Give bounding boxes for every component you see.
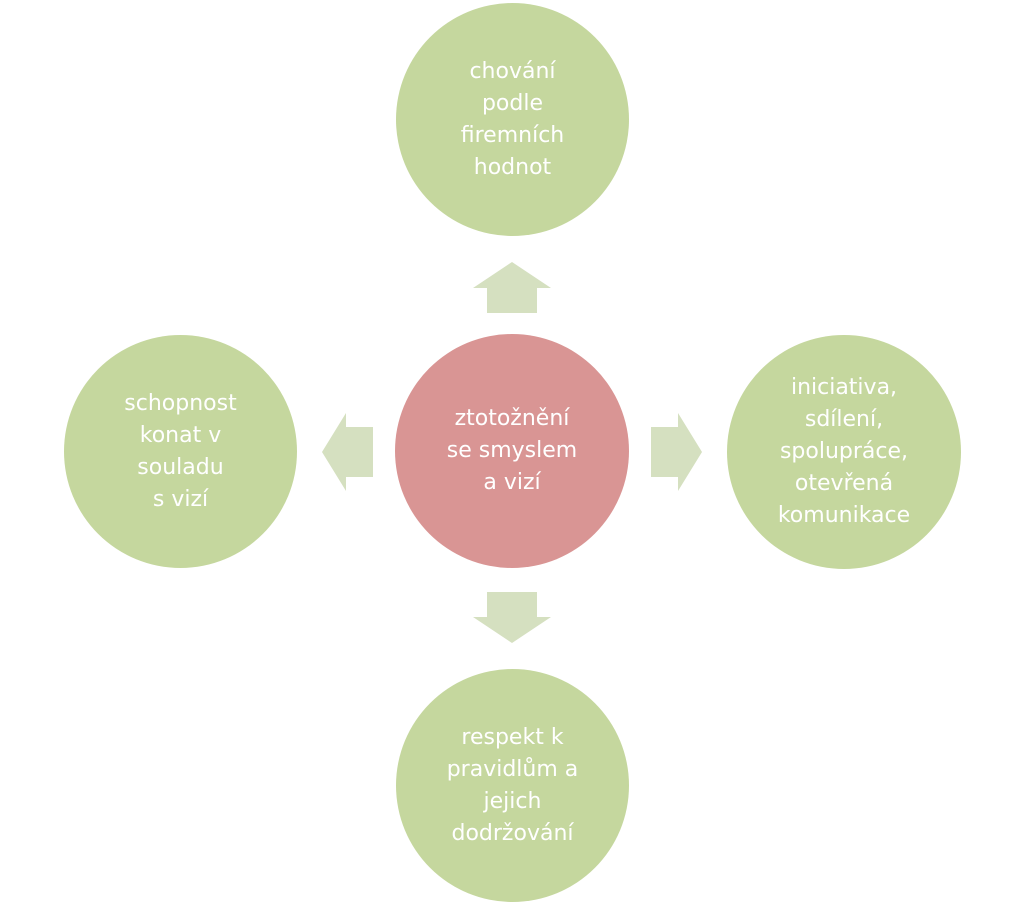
center-circle: ztotožnění se smyslem a vizí [395, 334, 629, 568]
arrow-right-icon [651, 413, 702, 491]
node-top-circle: chování podle firemních hodnot [396, 3, 629, 236]
center-label: ztotožnění se smyslem a vizí [446, 406, 578, 495]
arrow-down-icon [473, 592, 551, 643]
arrow-up-icon [473, 262, 551, 313]
node-right-circle: iniciativa, sdílení, spolupráce, otevřen… [727, 335, 961, 569]
node-bottom-circle: respekt k pravidlům a jejich dodržování [396, 669, 629, 902]
node-left-label: schopnost konat v souladu s vizí [124, 390, 237, 512]
arrow-left-icon [322, 413, 373, 491]
node-right-label: iniciativa, sdílení, spolupráce, otevřen… [777, 375, 911, 528]
node-bottom-label: respekt k pravidlům a jejich dodržování [446, 724, 579, 846]
node-left-circle: schopnost konat v souladu s vizí [64, 335, 297, 568]
node-top-label: chování podle firemních hodnot [460, 58, 565, 180]
